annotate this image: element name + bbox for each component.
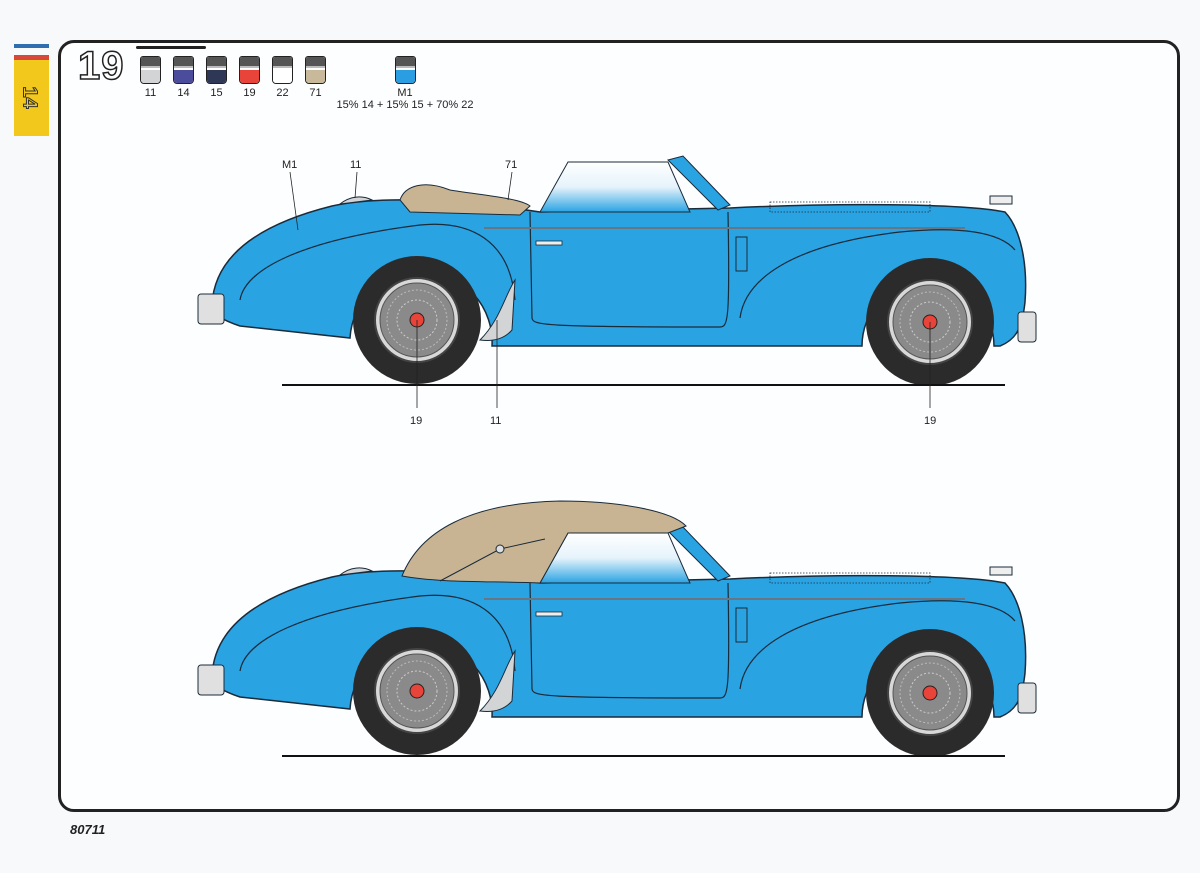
paint-mix-code: M1 — [397, 87, 413, 99]
callouts: M1 11 71 19 11 19 — [282, 159, 936, 427]
step-number: 19 — [77, 43, 125, 89]
callout-rear-hub-paint: 19 — [410, 415, 422, 427]
callout-top-paint: 71 — [505, 159, 517, 171]
folded-top — [399, 184, 531, 216]
paint-pot-icon — [173, 56, 194, 84]
paint-code: 22 — [276, 87, 289, 99]
paint-pot-icon — [305, 56, 326, 84]
callout-fender-paint: 11 — [490, 415, 501, 427]
paint-code: 15 — [210, 87, 223, 99]
paint-mix-formula: 15% 14 + 15% 15 + 70% 22 — [336, 99, 474, 111]
car-open-top — [198, 155, 1036, 386]
paint-pot-icon — [206, 56, 227, 84]
paintbrush-icon — [136, 46, 206, 49]
paint-19: 19 — [233, 56, 266, 99]
flag-stripe-blue — [14, 44, 49, 48]
paint-15: 15 — [200, 56, 233, 99]
paint-14: 14 — [167, 56, 200, 99]
paint-code: 71 — [309, 87, 322, 99]
page-number-tab: 14 — [14, 60, 49, 136]
windshield-frame — [667, 155, 731, 211]
paint-11: 11 — [134, 56, 167, 99]
paint-pot-icon — [140, 56, 161, 84]
flag-stripe-red — [14, 55, 49, 60]
paint-list: 11 14 15 19 22 71 — [134, 56, 332, 99]
soft-top — [401, 500, 687, 584]
callout-front-hub-paint: 19 — [924, 415, 936, 427]
windshield — [539, 161, 691, 213]
paint-pot-icon — [394, 56, 416, 84]
callout-light-paint: 11 — [350, 159, 361, 171]
paint-71: 71 — [299, 56, 332, 99]
paint-22: 22 — [266, 56, 299, 99]
paint-code: 14 — [177, 87, 190, 99]
paint-code: 19 — [243, 87, 256, 99]
kit-number: 80711 — [70, 822, 106, 837]
paint-pot-icon — [239, 56, 260, 84]
paint-pot-icon — [272, 56, 293, 84]
paint-code: 11 — [144, 87, 157, 99]
car-closed-top — [198, 500, 1036, 757]
callout-body-paint: M1 — [282, 159, 297, 171]
paint-mix: M1 15% 14 + 15% 15 + 70% 22 — [328, 56, 482, 111]
